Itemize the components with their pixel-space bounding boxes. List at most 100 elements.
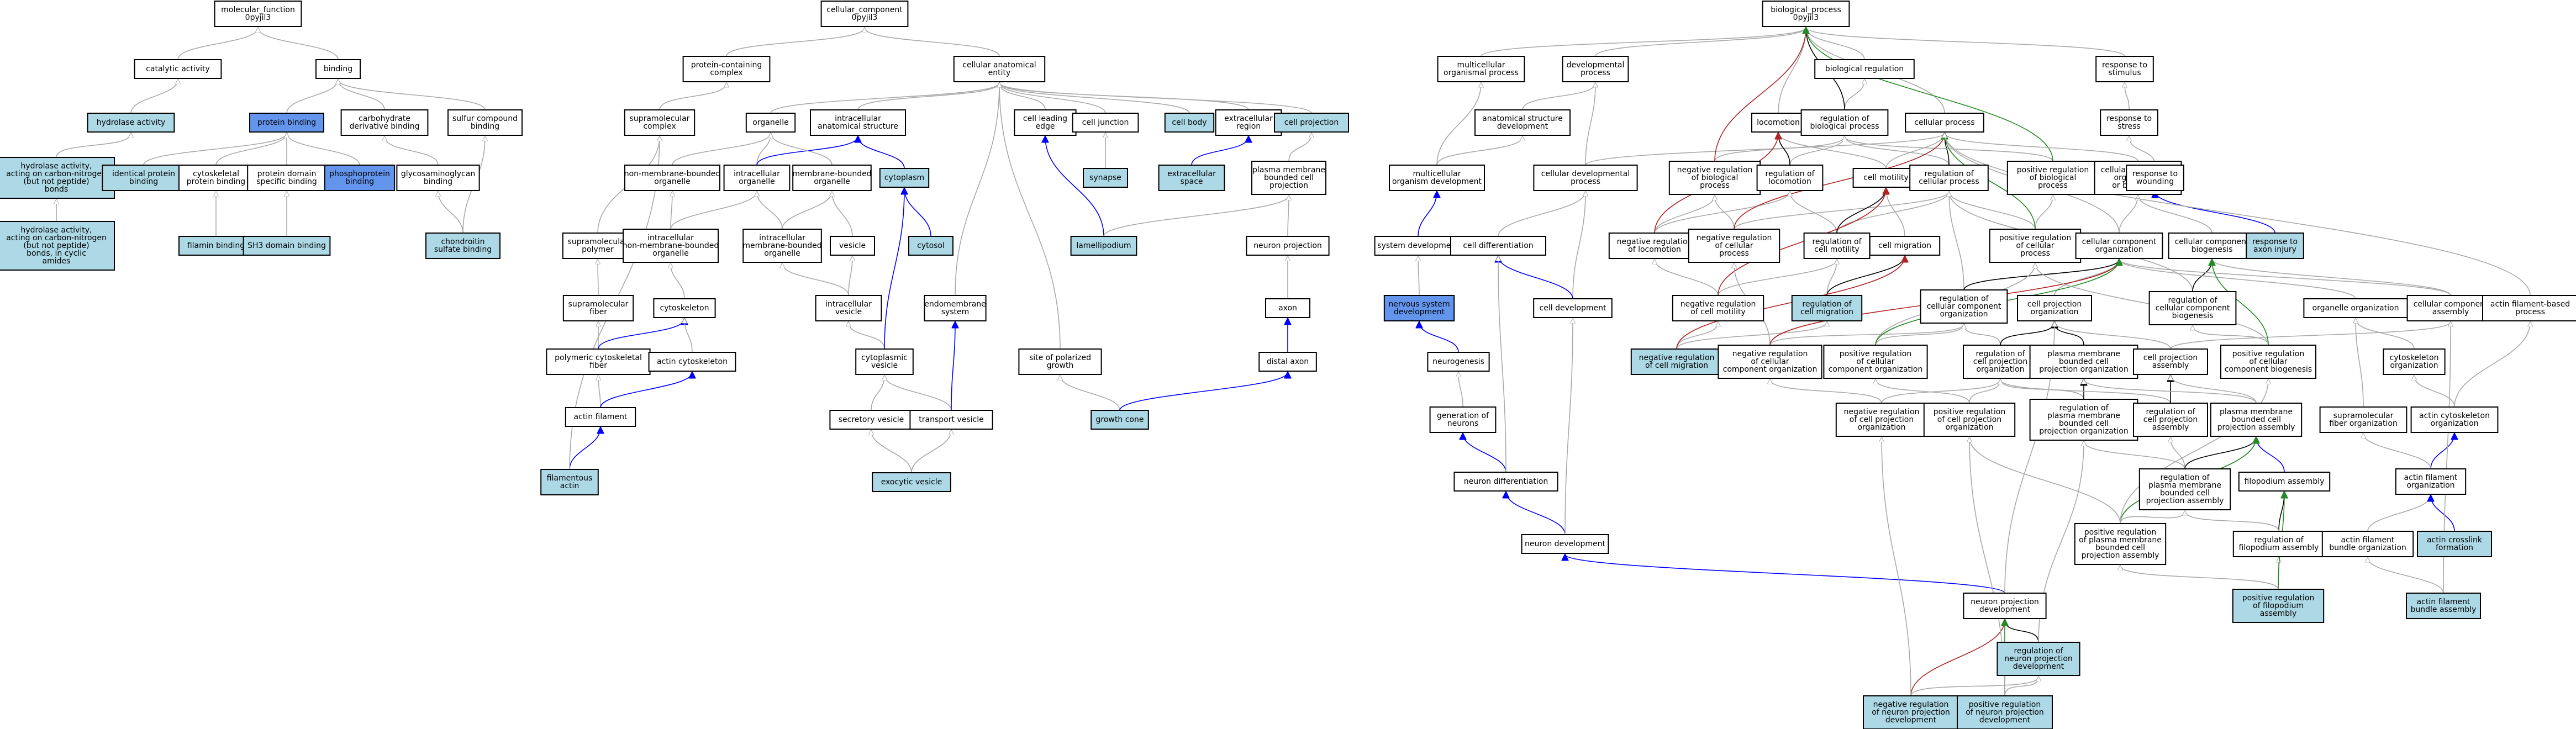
node-celldev[interactable]: cell development (1533, 298, 1613, 318)
node-axon[interactable]: axon (1265, 298, 1310, 318)
node-protbind[interactable]: protein binding (249, 113, 324, 133)
node-intranonmem[interactable]: intracellularnon-membrane-boundedorganel… (623, 229, 719, 263)
node-cellbody[interactable]: cell body (1164, 113, 1215, 133)
node-cytoplasm[interactable]: cytoplasm (879, 168, 930, 188)
node-cellproc[interactable]: cellular process (1905, 113, 1984, 133)
node-growthcone[interactable]: growth cone (1091, 410, 1149, 430)
node-cytoskeleton[interactable]: cytoskeleton (653, 298, 716, 318)
node-hydrocn[interactable]: hydrolase activity,acting on carbon-nitr… (0, 157, 115, 199)
node-distalaxon[interactable]: distal axon (1258, 352, 1317, 372)
node-sysdev[interactable]: system development (1374, 236, 1462, 256)
node-neuronproj[interactable]: neuron projection (1246, 236, 1330, 256)
node-hydro[interactable]: hydrolase activity (87, 113, 175, 133)
node-organelle[interactable]: organelle (745, 113, 796, 133)
node-transves[interactable]: transport vesicle (909, 410, 993, 430)
node-actinfil[interactable]: actin filament (565, 407, 636, 427)
node-filoass[interactable]: filopodium assembly (2238, 472, 2331, 492)
node-exoves[interactable]: exocytic vesicle (872, 472, 951, 492)
node-cytosol[interactable]: cytosol (908, 236, 954, 256)
node-catact[interactable]: catalytic activity (134, 59, 222, 79)
node-neurondev[interactable]: neuron development (1521, 534, 1609, 554)
node-organorg[interactable]: organelle organization (2303, 298, 2408, 318)
node-synapse[interactable]: synapse (1083, 168, 1128, 188)
node-binding[interactable]: binding (315, 59, 361, 79)
node-bioreg[interactable]: biological regulation (1814, 59, 1915, 79)
node-locomotion[interactable]: locomotion (1751, 113, 1805, 133)
node-filamin[interactable]: filamin binding (178, 236, 254, 256)
node-hydrocyc[interactable]: hydrolase activity,acting on carbon-nitr… (0, 221, 115, 271)
node-celldiff[interactable]: cell differentiation (1450, 236, 1546, 256)
node-cellmig[interactable]: cell migration (1869, 236, 1941, 256)
